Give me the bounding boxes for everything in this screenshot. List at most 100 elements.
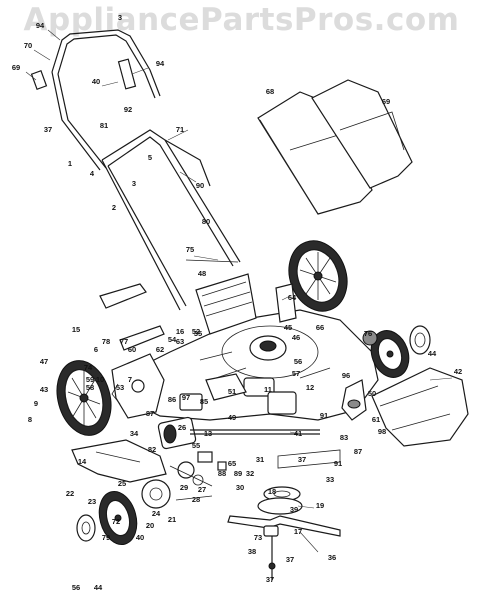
callout-37: 37 — [44, 125, 52, 134]
callout-12: 12 — [306, 383, 314, 392]
callout-54: 54 — [168, 335, 177, 344]
rear-skirt — [71, 439, 167, 483]
grass-bag — [257, 79, 413, 215]
callout-65: 65 — [228, 459, 236, 468]
callout-36: 36 — [328, 553, 336, 562]
rear-wheel-right — [288, 240, 348, 312]
callout-63: 63 — [176, 337, 184, 346]
lower-handle — [101, 129, 241, 311]
callout-94: 94 — [36, 21, 45, 30]
callout-41: 41 — [294, 429, 302, 438]
callout-86: 86 — [168, 395, 176, 404]
callout-40: 40 — [92, 77, 100, 86]
callout-7: 7 — [128, 375, 132, 384]
callout-8: 8 — [28, 415, 32, 424]
callout-87: 87 — [354, 447, 362, 456]
front-wheel-small — [76, 491, 138, 545]
linkage-parts — [141, 451, 227, 509]
callout-33: 33 — [326, 475, 334, 484]
callout-leaders — [25, 29, 453, 553]
callout-18: 18 — [268, 487, 276, 496]
callout-79: 79 — [102, 533, 110, 542]
callout-64: 64 — [288, 293, 297, 302]
mower-deck — [117, 309, 379, 421]
callout-25: 25 — [118, 479, 126, 488]
callout-92: 92 — [124, 105, 132, 114]
callout-34: 34 — [130, 429, 139, 438]
engine-components — [157, 379, 367, 450]
callout-13: 13 — [204, 429, 212, 438]
callout-16: 16 — [176, 327, 184, 336]
callout-49: 49 — [228, 413, 236, 422]
callout-44: 44 — [428, 349, 437, 358]
height-adjuster-left — [111, 353, 165, 419]
callout-37: 37 — [286, 555, 294, 564]
callout-74: 74 — [84, 363, 93, 372]
callout-3: 3 — [118, 13, 122, 22]
callout-69: 69 — [12, 63, 20, 72]
callout-47: 47 — [40, 357, 48, 366]
callout-85: 85 — [200, 397, 208, 406]
callout-46: 46 — [292, 333, 300, 342]
callout-55: 55 — [192, 441, 200, 450]
callout-45: 45 — [284, 323, 292, 332]
callout-37: 37 — [266, 575, 274, 584]
callout-56: 56 — [72, 583, 80, 592]
callout-98: 98 — [378, 427, 386, 436]
callout-78: 78 — [102, 337, 110, 346]
callout-37: 37 — [298, 455, 306, 464]
callout-28: 28 — [192, 495, 200, 504]
callout-81: 81 — [100, 121, 108, 130]
callout-59: 59 — [86, 375, 94, 384]
callout-90: 90 — [196, 181, 204, 190]
callout-91: 91 — [334, 459, 342, 468]
callout-39: 39 — [290, 505, 298, 514]
callout-68: 68 — [266, 87, 274, 96]
callout-62: 62 — [156, 345, 164, 354]
callout-26: 26 — [178, 423, 186, 432]
callout-75: 75 — [186, 245, 194, 254]
callout-73: 73 — [254, 533, 262, 542]
callout-20: 20 — [146, 521, 154, 530]
callout-66: 66 — [316, 323, 324, 332]
callout-31: 31 — [256, 455, 264, 464]
callout-17: 17 — [294, 527, 302, 536]
callout-61: 61 — [372, 415, 380, 424]
callout-91: 91 — [320, 411, 328, 420]
callout-24: 24 — [152, 509, 161, 518]
callout-44: 44 — [94, 583, 103, 592]
callout-22: 22 — [66, 489, 74, 498]
callout-77: 77 — [120, 337, 128, 346]
callout-94: 94 — [156, 59, 165, 68]
callout-5: 5 — [148, 153, 152, 162]
callout-82: 82 — [148, 445, 156, 454]
callout-83: 83 — [340, 433, 348, 442]
upper-handle — [30, 29, 161, 171]
callout-80: 80 — [202, 217, 210, 226]
callout-4: 4 — [90, 169, 95, 178]
callout-29: 29 — [180, 483, 188, 492]
callout-88: 88 — [218, 469, 226, 478]
callout-97: 97 — [182, 393, 190, 402]
callout-43: 43 — [40, 385, 48, 394]
callout-40: 40 — [136, 533, 144, 542]
callout-30: 30 — [236, 483, 244, 492]
callout-50: 50 — [368, 389, 376, 398]
callout-10: 10 — [96, 375, 104, 384]
callout-11: 11 — [264, 385, 272, 394]
callout-51: 51 — [228, 387, 236, 396]
callout-71: 71 — [176, 125, 184, 134]
callout-57: 57 — [292, 369, 300, 378]
callout-35: 35 — [194, 329, 202, 338]
callout-69: 69 — [382, 97, 390, 106]
callout-2: 2 — [112, 203, 116, 212]
belt-and-shaft — [190, 429, 341, 469]
callout-21: 21 — [168, 515, 176, 524]
callout-56: 56 — [294, 357, 302, 366]
callout-6: 6 — [94, 345, 98, 354]
callout-53: 53 — [116, 383, 124, 392]
callout-15: 15 — [72, 325, 80, 334]
